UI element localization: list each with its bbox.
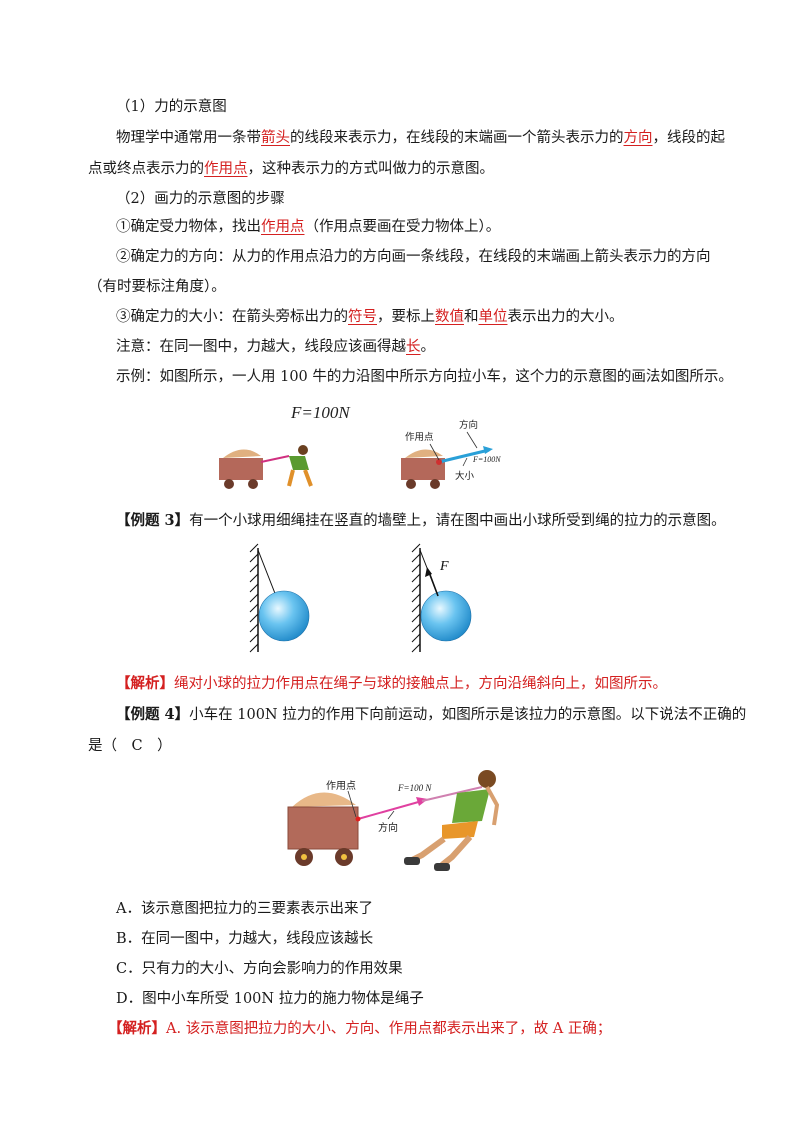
text: 注意：在同一图中，力越大，线段应该画得越 bbox=[116, 339, 406, 355]
text: ，这种表示力的方式叫做力的示意图。 bbox=[247, 161, 495, 177]
option-a: A．该示意图把拉力的三要素表示出来了 bbox=[116, 901, 373, 917]
cart-left bbox=[219, 445, 313, 489]
text: 小车在 100N 拉力的作用下向前运动，如图所示是该拉力的示意图。以下说法不正确… bbox=[189, 707, 747, 723]
example4-question-line1: 【例题 4】小车在 100N 拉力的作用下向前运动，如图所示是该拉力的示意图。以… bbox=[116, 704, 746, 726]
example4-tag: 【例题 4】 bbox=[116, 706, 190, 723]
step-2-line2: （有时要标注角度）。 bbox=[88, 279, 226, 295]
wall-right bbox=[411, 543, 472, 653]
example3-question: 【例题 3】有一个小球用细绳挂在竖直的墙壁上，请在图中画出小球所受到绳的拉力的示… bbox=[116, 510, 726, 532]
section1-heading: （1）力的示意图 bbox=[116, 99, 227, 115]
text: ③确定力的大小：在箭头旁标出力的 bbox=[116, 309, 348, 325]
text: ，要标上 bbox=[377, 309, 435, 325]
example4-question-line2: 是（ C ） bbox=[88, 738, 172, 754]
small-force-label: F=100N bbox=[472, 455, 501, 464]
cart-figure-1: F=100N 作用点 方向 F=100N 大小 bbox=[219, 403, 501, 489]
text: 表示出力的大小。 bbox=[507, 309, 624, 325]
keyword-symbol: 符号 bbox=[348, 309, 377, 325]
option-d: D．图中小车所受 100N 拉力的施力物体是绳子 bbox=[116, 991, 424, 1007]
text: 点或终点表示力的 bbox=[88, 161, 204, 177]
application-point bbox=[355, 816, 361, 822]
keyword-arrow: 箭头 bbox=[261, 130, 290, 146]
text: 有一个小球用细绳挂在竖直的墙壁上，请在图中画出小球所受到绳的拉力的示意图。 bbox=[189, 513, 726, 529]
keyword-point: 作用点 bbox=[204, 161, 248, 177]
text: ，线段的起 bbox=[652, 130, 726, 146]
example4-analysis: 【解析】A. 该示意图把拉力的大小、方向、作用点都表示出来了，故 A 正确； bbox=[108, 1018, 611, 1040]
keyword-direction: 方向 bbox=[623, 130, 653, 146]
cart bbox=[287, 792, 359, 866]
point-label: 作用点 bbox=[405, 431, 434, 443]
step-3: ③确定力的大小：在箭头旁标出力的符号，要标上数值和单位表示出力的大小。 bbox=[116, 306, 624, 328]
direction-label: 方向 bbox=[459, 419, 478, 431]
step-1: ①确定受力物体，找出作用点（作用点要画在受力物体上）。 bbox=[116, 216, 500, 238]
text: A. 该示意图把拉力的大小、方向、作用点都表示出来了，故 A 正确； bbox=[166, 1021, 612, 1037]
analysis-tag: 【解析】 bbox=[108, 1020, 166, 1037]
point-label: 作用点 bbox=[326, 780, 356, 792]
ball-figure: F bbox=[249, 543, 472, 653]
text: 绳对小球的拉力作用点在绳子与球的接触点上，方向沿绳斜向上，如图所示。 bbox=[174, 676, 667, 692]
text: 的线段来表示力，在线段的末端画一个箭头表示力的 bbox=[290, 130, 624, 146]
example3-analysis: 【解析】绳对小球的拉力作用点在绳子与球的接触点上，方向沿绳斜向上，如图所示。 bbox=[116, 673, 667, 695]
keyword-long: 长 bbox=[406, 339, 421, 355]
keyword-value: 数值 bbox=[435, 309, 464, 325]
keyword-point: 作用点 bbox=[261, 219, 305, 235]
section1-paragraph-line1: 物理学中通常用一条带箭头的线段来表示力，在线段的末端画一个箭头表示力的方向，线段… bbox=[116, 127, 725, 149]
cart-right bbox=[401, 431, 493, 489]
rope bbox=[357, 800, 423, 820]
text: 物理学中通常用一条带 bbox=[116, 130, 261, 146]
force-label: F=100 N bbox=[397, 783, 432, 793]
application-point bbox=[436, 459, 442, 465]
step-2-line1: ②确定力的方向：从力的作用点沿力的方向画一条线段，在线段的末端画上箭头表示力的方… bbox=[116, 249, 711, 265]
tension-arrow bbox=[428, 571, 439, 597]
force-arrow bbox=[438, 448, 490, 464]
direction-label: 方向 bbox=[378, 821, 398, 834]
text: ①确定受力物体，找出 bbox=[116, 219, 261, 235]
force-label: F=100N bbox=[290, 403, 351, 422]
text: （作用点要画在受力物体上）。 bbox=[304, 219, 501, 235]
example3-tag: 【例题 3】 bbox=[116, 512, 190, 529]
text: 和 bbox=[464, 309, 479, 325]
option-c: C．只有力的大小、方向会影响力的作用效果 bbox=[116, 961, 403, 977]
keyword-unit: 单位 bbox=[478, 309, 508, 325]
boy bbox=[404, 770, 500, 871]
analysis-tag: 【解析】 bbox=[116, 675, 174, 692]
tension-label: F bbox=[439, 559, 449, 574]
magnitude-label: 大小 bbox=[455, 470, 475, 482]
cart-figure-2: 作用点 F=100 N 方向 bbox=[287, 770, 500, 871]
wall-left bbox=[249, 543, 310, 653]
option-b: B．在同一图中，力越大，线段应该越长 bbox=[116, 931, 374, 947]
section2-heading: （2）画力的示意图的步骤 bbox=[116, 191, 285, 207]
force-arrowhead bbox=[416, 797, 428, 806]
section1-paragraph-line2: 点或终点表示力的作用点，这种表示力的方式叫做力的示意图。 bbox=[88, 158, 494, 180]
example-text: 示例：如图所示，一人用 100 牛的力沿图中所示方向拉小车，这个力的示意图的画法… bbox=[116, 369, 733, 385]
text: 。 bbox=[420, 339, 436, 355]
note: 注意：在同一图中，力越大，线段应该画得越长。 bbox=[116, 336, 435, 358]
